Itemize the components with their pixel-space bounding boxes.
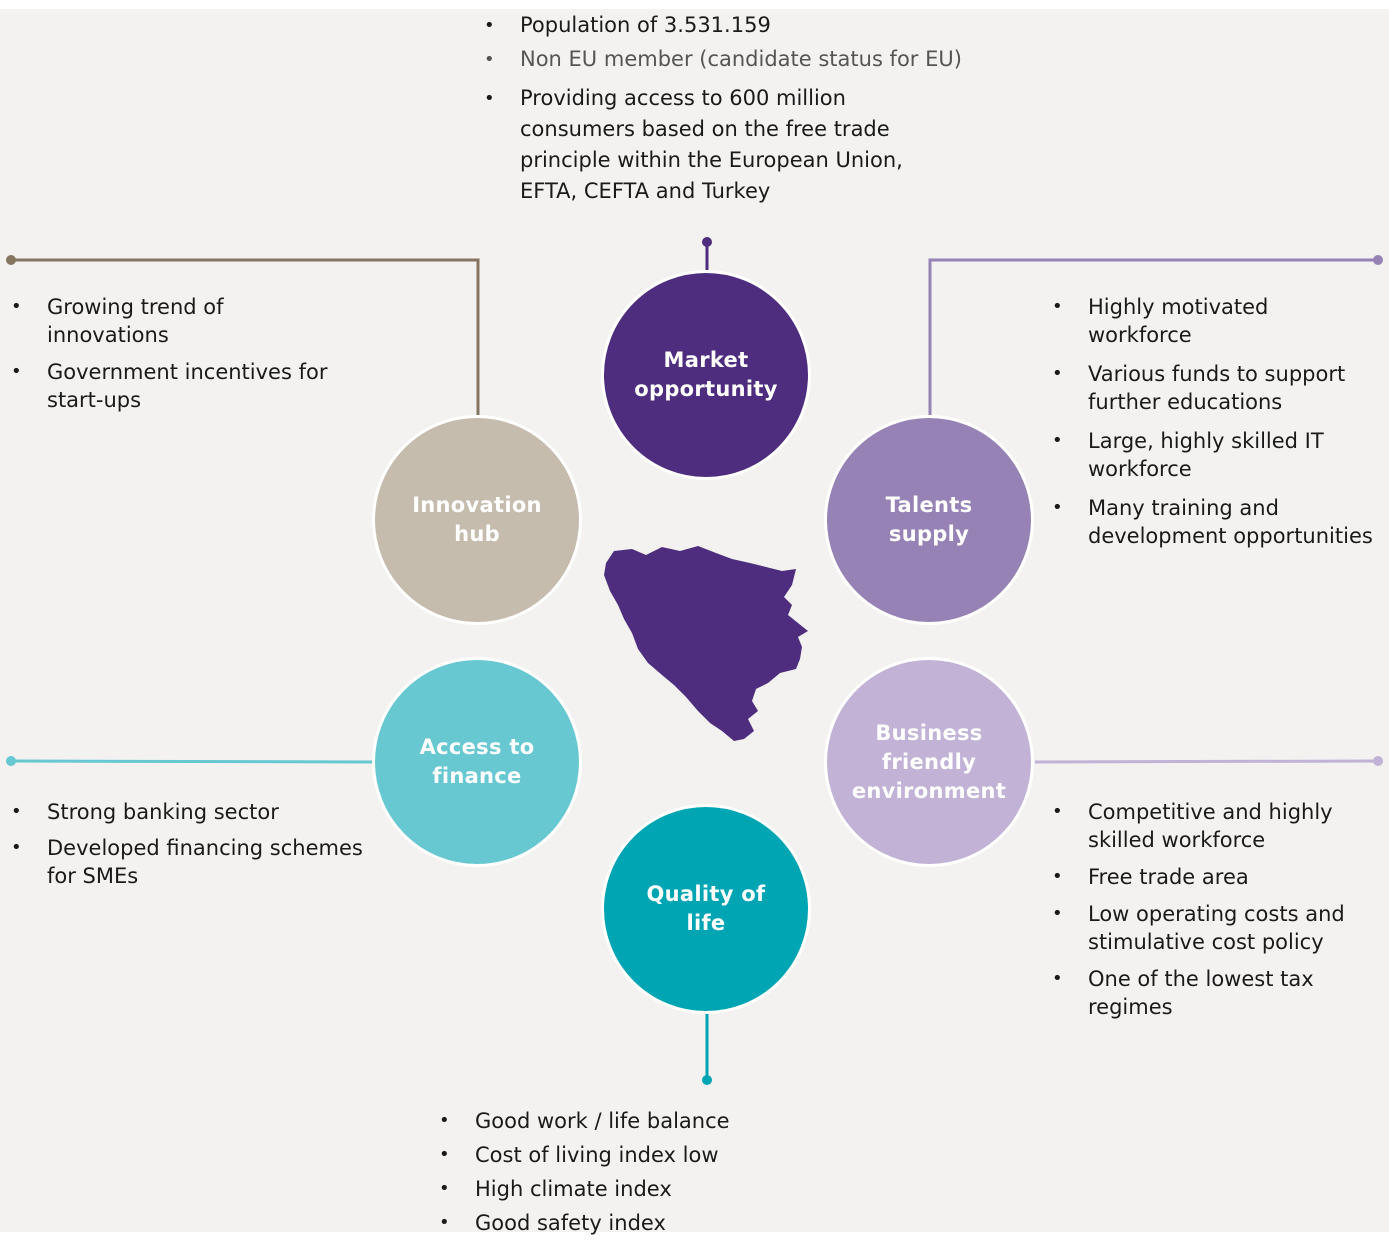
list-item: Good work / life balance [439,1104,799,1138]
talents-connector-dot [1373,255,1383,265]
finance-connector-dot [6,756,16,766]
talents-connector [928,258,1378,417]
list-item: Various funds to support further educati… [1052,360,1368,416]
list-item: Good safety index [439,1206,799,1240]
quality-of-life-label: Quality of life [646,882,766,935]
access-to-finance-label: Access to finance [419,735,535,788]
business-friendly-environment-list: Competitive and highly skilled workforce… [1052,798,1382,1021]
list-item: Population of 3.531.159 [484,11,984,40]
list-item: High climate index [439,1172,799,1206]
market-opportunity-list: Population of 3.531.159 Non EU member (c… [484,11,984,207]
quality-of-life-list: Good work / life balance Cost of living … [439,1104,799,1240]
access-to-finance-circle: Access to finance [372,657,582,867]
list-item: Free trade area [1052,863,1382,891]
innovation-hub-label: Innovation hub [412,493,542,546]
list-item: Many training and development opportunit… [1052,494,1388,550]
market-connector-dot [702,237,712,247]
finance-connector [10,759,375,764]
list-item: Providing access to 600 million consumer… [484,83,910,207]
list-item: One of the lowest tax regimes [1052,965,1328,1021]
business-friendly-environment-circle: Business friendly environment [824,657,1034,867]
innovation-hub-circle: Innovation hub [372,415,582,625]
talents-supply-circle: Talents supply [824,415,1034,625]
list-item: Competitive and highly skilled workforce [1052,798,1348,854]
list-item: Government incentives for start-ups [11,358,337,414]
bosnia-and-herzegovina-map-icon [604,546,808,741]
market-opportunity-label: Market opportunity [634,348,778,401]
list-item: Developed financing schemes for SMEs [11,834,377,890]
quality-of-life-circle: Quality of life [601,804,811,1014]
innovation-connector [11,258,480,417]
talents-supply-label: Talents supply [885,493,973,546]
business-friendly-environment-label: Business friendly environment [851,720,1007,803]
quality-connector-dot [702,1075,712,1085]
market-opportunity-circle: Market opportunity [601,270,811,480]
talents-supply-list: Highly motivated workforce Various funds… [1052,293,1382,550]
innovation-hub-list: Growing trend of innovations Government … [11,293,341,414]
list-item: Highly motivated workforce [1052,293,1278,349]
list-item: Growing trend of innovations [11,293,247,349]
innovation-connector-dot [6,255,16,265]
business-connector [1034,759,1379,764]
list-item: Strong banking sector [11,798,381,826]
list-item: Large, highly skilled IT workforce [1052,427,1338,483]
list-item: Non EU member (candidate status for EU) [484,45,984,74]
business-connector-dot [1373,756,1383,766]
access-to-finance-list: Strong banking sector Developed financin… [11,798,381,890]
list-item: Cost of living index low [439,1138,799,1172]
list-item: Low operating costs and stimulative cost… [1052,900,1358,956]
